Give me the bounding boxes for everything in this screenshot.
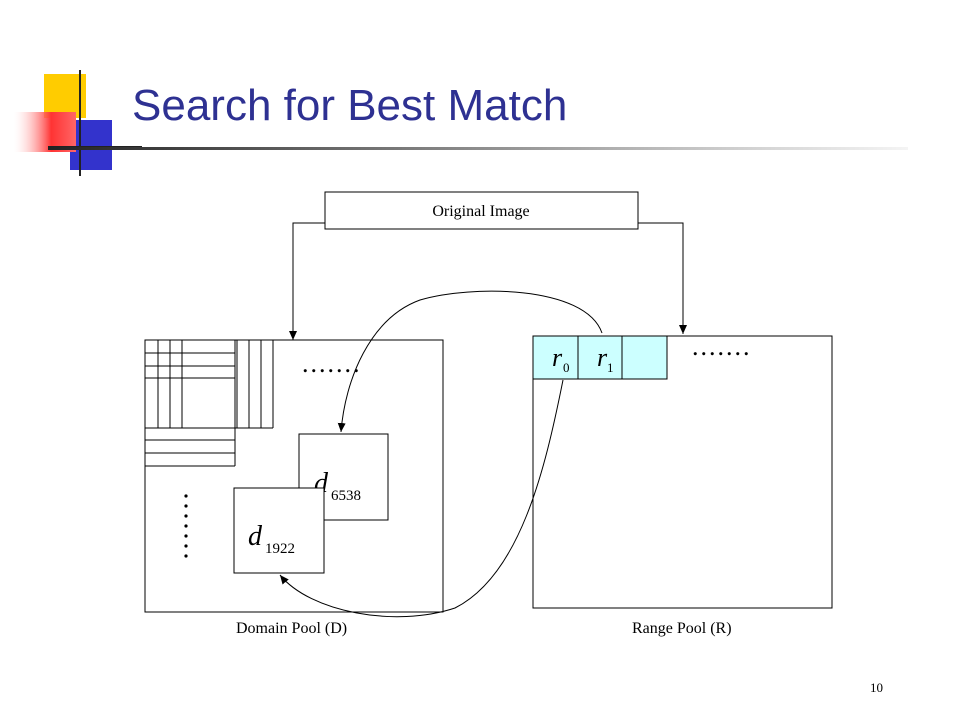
original-image-label: Original Image <box>432 203 529 220</box>
domain-ellipsis-vertical <box>184 494 188 558</box>
range-block-r0-subscript: 0 <box>563 360 570 375</box>
slide-title: Search for Best Match <box>132 81 568 130</box>
domain-grid-lines <box>144 339 274 467</box>
range-block-empty <box>621 335 668 380</box>
page-number: 10 <box>870 680 883 695</box>
domain-block-d1922-subscript: 1922 <box>265 541 295 557</box>
range-ellipsis-horizontal: ....... <box>692 332 752 361</box>
range-block-r1-symbol: r <box>597 343 608 372</box>
arrow-to-range-pool <box>638 222 687 334</box>
domain-pool-label: Domain Pool (D) <box>236 620 348 637</box>
domain-block-d1922 <box>233 487 325 574</box>
original-image-box <box>324 191 639 230</box>
arrow-r1-to-d6538 <box>337 290 603 433</box>
domain-block-d1922-symbol: d <box>248 521 263 552</box>
logo-blue-square <box>70 120 112 170</box>
range-pool-box <box>532 335 833 609</box>
range-block-r0-symbol: r <box>552 343 563 372</box>
domain-ellipsis-horizontal: ....... <box>302 349 362 378</box>
range-block-r1-subscript: 1 <box>607 360 614 375</box>
logo-red-square <box>14 112 76 152</box>
arrow-to-domain-pool <box>289 222 325 340</box>
domain-block-d6538-subscript: 6538 <box>331 488 361 504</box>
title-underline <box>48 147 908 150</box>
arrow-r0-to-d1922 <box>279 379 564 618</box>
range-pool-label: Range Pool (R) <box>632 620 732 637</box>
